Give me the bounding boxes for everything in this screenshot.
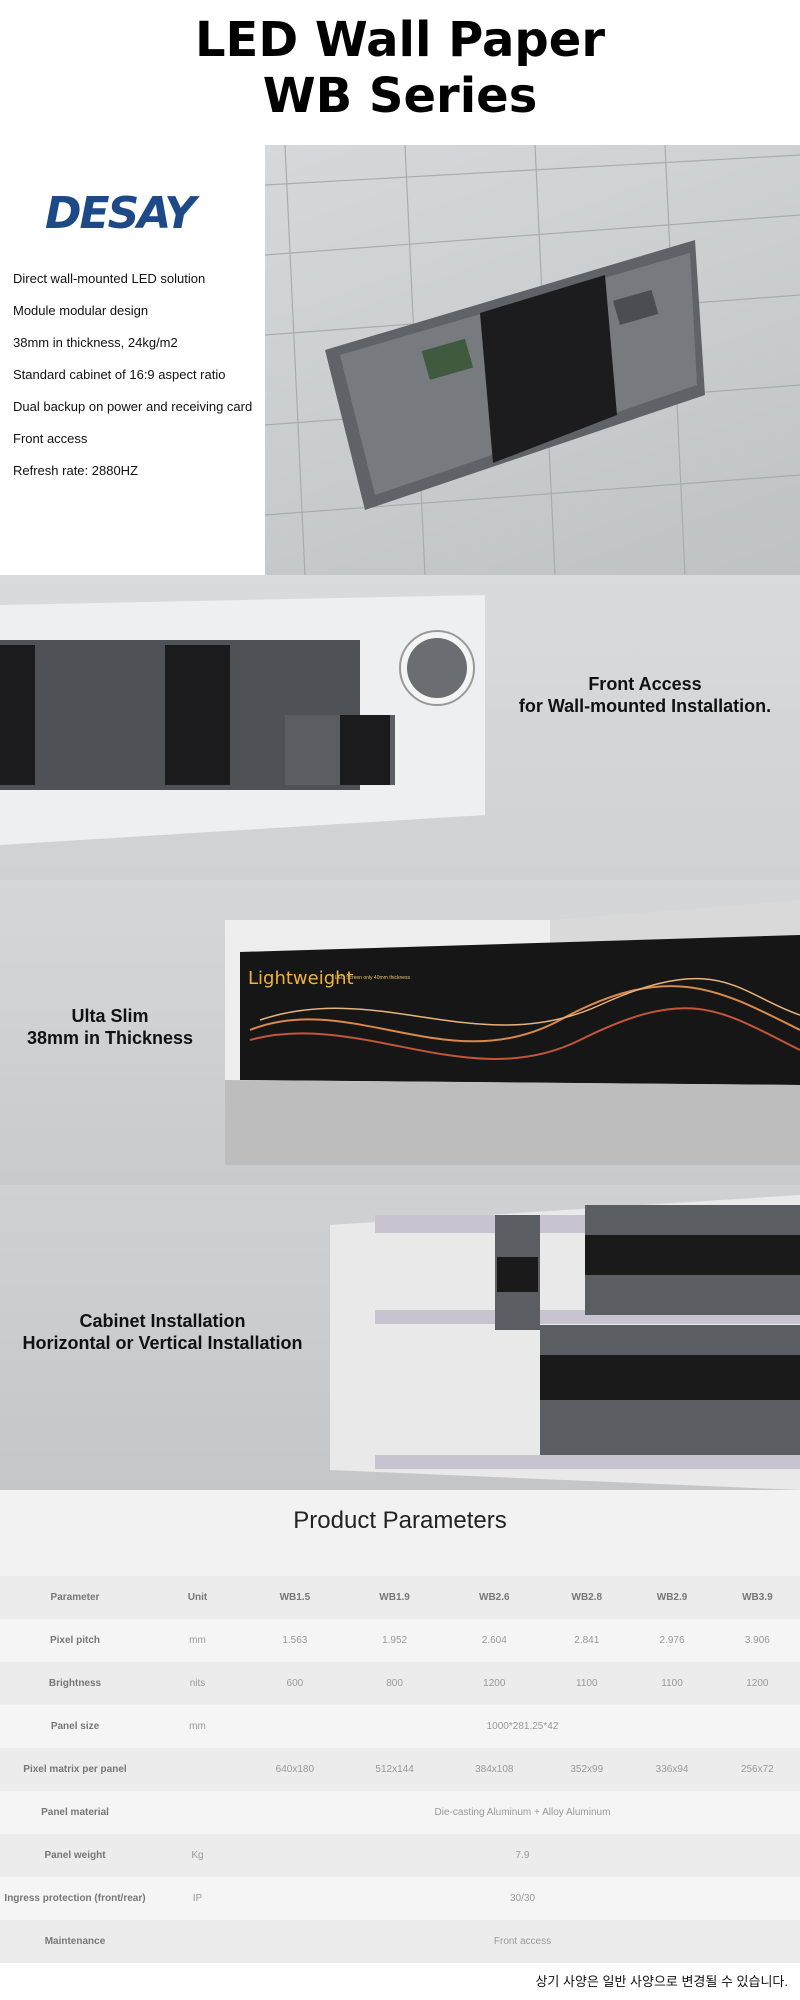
param-value: 800: [386, 1678, 403, 1689]
front-access-heading: Front Access: [588, 674, 702, 694]
param-name: Ingress protection (front/rear): [4, 1893, 146, 1904]
param-value: 384x108: [475, 1764, 514, 1775]
param-unit: mm: [189, 1721, 206, 1732]
screen-word-lightweight: Lightweight: [248, 968, 354, 989]
param-name: Pixel pitch: [49, 1635, 100, 1646]
intro-section: DESAY Direct wall-mounted LED solution M…: [0, 145, 800, 575]
feature-item: Dual backup on power and receiving card: [13, 399, 253, 414]
page-header: LED Wall Paper WB Series: [0, 0, 800, 145]
title-line-1: LED Wall Paper: [194, 12, 606, 68]
product-parameters-section: Product Parameters Parameter Unit WB1.5 …: [0, 1490, 800, 1963]
param-value: 3.906: [744, 1635, 770, 1646]
table-row: Ingress protection (front/rear) IP 30/30: [0, 1877, 800, 1920]
feature-item: 38mm in thickness, 24kg/m2: [13, 335, 178, 350]
param-value: 2.841: [574, 1635, 600, 1646]
feature-item: Refresh rate: 2880HZ: [13, 463, 139, 478]
table-row: Brightness nits 600 800 1200 1100 1100 1…: [0, 1662, 800, 1705]
intro-text-column: DESAY Direct wall-mounted LED solution M…: [0, 145, 265, 575]
param-unit: mm: [189, 1635, 206, 1646]
param-value-span: 1000*281.25*42: [486, 1721, 559, 1732]
param-value: 512x144: [375, 1764, 414, 1775]
param-name: Panel material: [41, 1807, 109, 1818]
param-value: 1200: [746, 1678, 769, 1689]
spec-change-note: 상기 사양은 일반 사양으로 변경될 수 있습니다.: [0, 1963, 800, 2000]
param-name: Brightness: [48, 1678, 102, 1689]
header-cell: Parameter: [50, 1592, 100, 1603]
cabinet-installation-heading: Cabinet Installation: [79, 1311, 246, 1331]
front-access-illustration: [0, 595, 485, 845]
table-row: Pixel pitch mm 1.563 1.952 2.604 2.841 2…: [0, 1619, 800, 1662]
screen-subtext: LED Screen only 40mm thickness: [335, 975, 411, 981]
header-cell: WB1.9: [379, 1592, 410, 1603]
param-value: 2.976: [659, 1635, 685, 1646]
param-value: 1100: [576, 1678, 598, 1689]
table-row: Maintenance Front access: [0, 1920, 800, 1963]
feature-item: Direct wall-mounted LED solution: [13, 271, 206, 286]
cabinet-illustration: [265, 145, 800, 575]
param-unit: Kg: [191, 1850, 204, 1861]
ultra-slim-subheading: 38mm in Thickness: [26, 1028, 194, 1048]
ultra-slim-heading: Ulta Slim: [71, 1006, 149, 1026]
param-value: 1200: [483, 1678, 506, 1689]
param-name: Maintenance: [44, 1936, 106, 1947]
param-value: 1.563: [282, 1635, 308, 1646]
param-value-span: 7.9: [515, 1850, 530, 1861]
cabinet-installation-caption: Cabinet Installation Horizontal or Verti…: [0, 1310, 325, 1354]
params-header-row: Parameter Unit WB1.5 WB1.9 WB2.6 WB2.8 W…: [0, 1576, 800, 1619]
front-access-subheading: for Wall-mounted Installation.: [518, 696, 772, 716]
param-name: Pixel matrix per panel: [23, 1764, 127, 1775]
param-unit: [150, 1791, 245, 1834]
header-cell: Unit: [187, 1592, 208, 1603]
param-value: 352x99: [570, 1764, 604, 1775]
param-value: 336x94: [655, 1764, 689, 1775]
title-line-2: WB Series: [262, 68, 538, 124]
param-name: Panel size: [50, 1721, 100, 1732]
param-unit: [150, 1748, 245, 1791]
param-value: 640x180: [275, 1764, 315, 1775]
param-value: 1100: [661, 1678, 683, 1689]
param-unit: IP: [192, 1893, 203, 1904]
cabinet-product-image: [265, 145, 800, 575]
param-value: 2.604: [481, 1635, 507, 1646]
ultra-slim-illustration: [225, 900, 800, 1165]
ultra-slim-caption: Ulta Slim 38mm in Thickness: [0, 1005, 220, 1049]
ultra-slim-section: Lightweight LED Screen only 40mm thickne…: [0, 880, 800, 1185]
table-row: Pixel matrix per panel 640x180 512x144 3…: [0, 1748, 800, 1791]
cabinet-installation-section: Cabinet Installation Horizontal or Verti…: [0, 1185, 800, 1490]
feature-item: Front access: [13, 431, 88, 446]
feature-item: Module modular design: [13, 303, 149, 318]
params-title: Product Parameters: [293, 1507, 507, 1534]
param-unit: nits: [189, 1678, 206, 1689]
cabinet-installation-illustration: [330, 1195, 800, 1490]
param-unit: [150, 1920, 245, 1963]
front-access-caption: Front Access for Wall-mounted Installati…: [515, 673, 775, 717]
header-cell: WB3.9: [742, 1592, 773, 1603]
header-cell: WB2.6: [479, 1592, 510, 1603]
feature-list: Direct wall-mounted LED solution Module …: [13, 263, 252, 487]
params-table: Parameter Unit WB1.5 WB1.9 WB2.6 WB2.8 W…: [0, 1576, 800, 1963]
param-name: Panel weight: [44, 1850, 106, 1861]
param-value-span: Die-casting Aluminum + Alloy Aluminum: [434, 1807, 611, 1818]
desay-logo: DESAY: [45, 188, 196, 239]
param-value-span: Front access: [493, 1936, 552, 1947]
param-value: 600: [286, 1678, 304, 1689]
param-value: 1.952: [382, 1635, 408, 1646]
table-row: Panel size mm 1000*281.25*42: [0, 1705, 800, 1748]
param-value: 256x72: [740, 1764, 774, 1775]
front-access-section: Front Access for Wall-mounted Installati…: [0, 575, 800, 880]
feature-item: Standard cabinet of 16:9 aspect ratio: [13, 367, 226, 382]
header-cell: WB1.5: [279, 1592, 311, 1603]
header-cell: WB2.9: [656, 1592, 688, 1603]
param-value-span: 30/30: [509, 1893, 536, 1904]
table-row: Panel weight Kg 7.9: [0, 1834, 800, 1877]
header-cell: WB2.8: [571, 1592, 603, 1603]
cabinet-installation-subheading: Horizontal or Vertical Installation: [22, 1333, 303, 1353]
table-row: Panel material Die-casting Aluminum + Al…: [0, 1791, 800, 1834]
